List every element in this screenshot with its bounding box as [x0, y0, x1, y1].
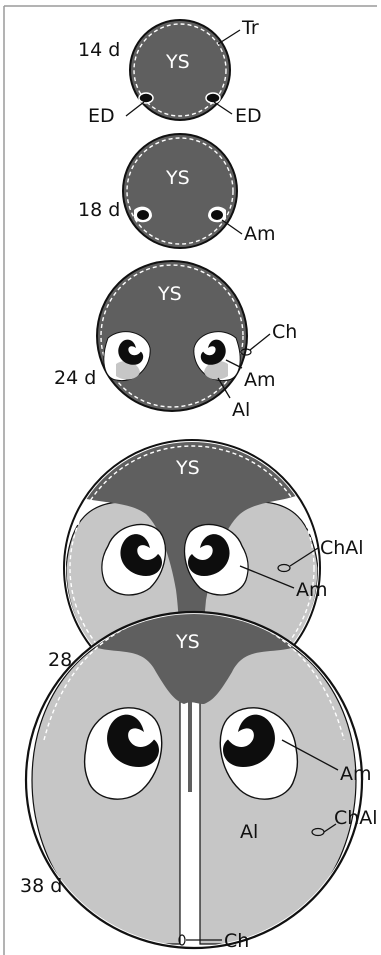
stage-28d-am-label: Am [296, 579, 328, 601]
stage-18d-embryo-left [137, 210, 149, 220]
stage-18d-yolk-sac [123, 134, 237, 248]
stage-28d-chal-label: ChAl [320, 537, 364, 559]
stage-14d-ed-left-label: ED [88, 105, 115, 127]
stage-18d-am-label: Am [244, 223, 276, 245]
stage-38d-ys-label: YS [175, 631, 200, 653]
stage-14d: YS 14 d Tr ED ED [78, 17, 262, 127]
stage-14d-ed-right-label: ED [235, 105, 262, 127]
stage-24d-am-label: Am [244, 369, 276, 391]
stage-24d-ch-label: Ch [272, 321, 297, 343]
stage-18d-embryo-right [211, 210, 223, 220]
stage-38d-al-label: Al [240, 821, 258, 843]
stage-24d: YS 24 d Ch Am Al [54, 261, 297, 421]
stage-24d-ch-leader [250, 334, 270, 350]
stage-28d-ys-label: YS [175, 457, 200, 479]
stage-18d: YS 18 d Am [78, 134, 276, 248]
stage-14d-tr-label: Tr [241, 17, 259, 39]
stage-14d-embryonic-disc-right [206, 93, 220, 103]
stage-38d-ch-label: Ch [224, 930, 249, 952]
stage-38d-am-label: Am [340, 763, 372, 785]
stage-24d-age-label: 24 d [54, 367, 96, 389]
stage-18d-ys-label: YS [165, 167, 190, 189]
stage-14d-ys-label: YS [165, 51, 190, 73]
stage-14d-ed-left-leader [126, 102, 144, 116]
stage-14d-embryonic-disc-left [139, 93, 153, 103]
stage-14d-tr-leader [218, 30, 240, 44]
stage-18d-age-label: 18 d [78, 199, 120, 221]
stage-24d-ys-label: YS [157, 283, 182, 305]
stage-38d-age-label: 38 d [20, 875, 62, 897]
stage-14d-ed-right-leader [214, 102, 232, 114]
stage-38d-chal-label: ChAl [334, 807, 378, 829]
stage-14d-age-label: 14 d [78, 39, 120, 61]
stage-24d-al-label: Al [232, 399, 250, 421]
